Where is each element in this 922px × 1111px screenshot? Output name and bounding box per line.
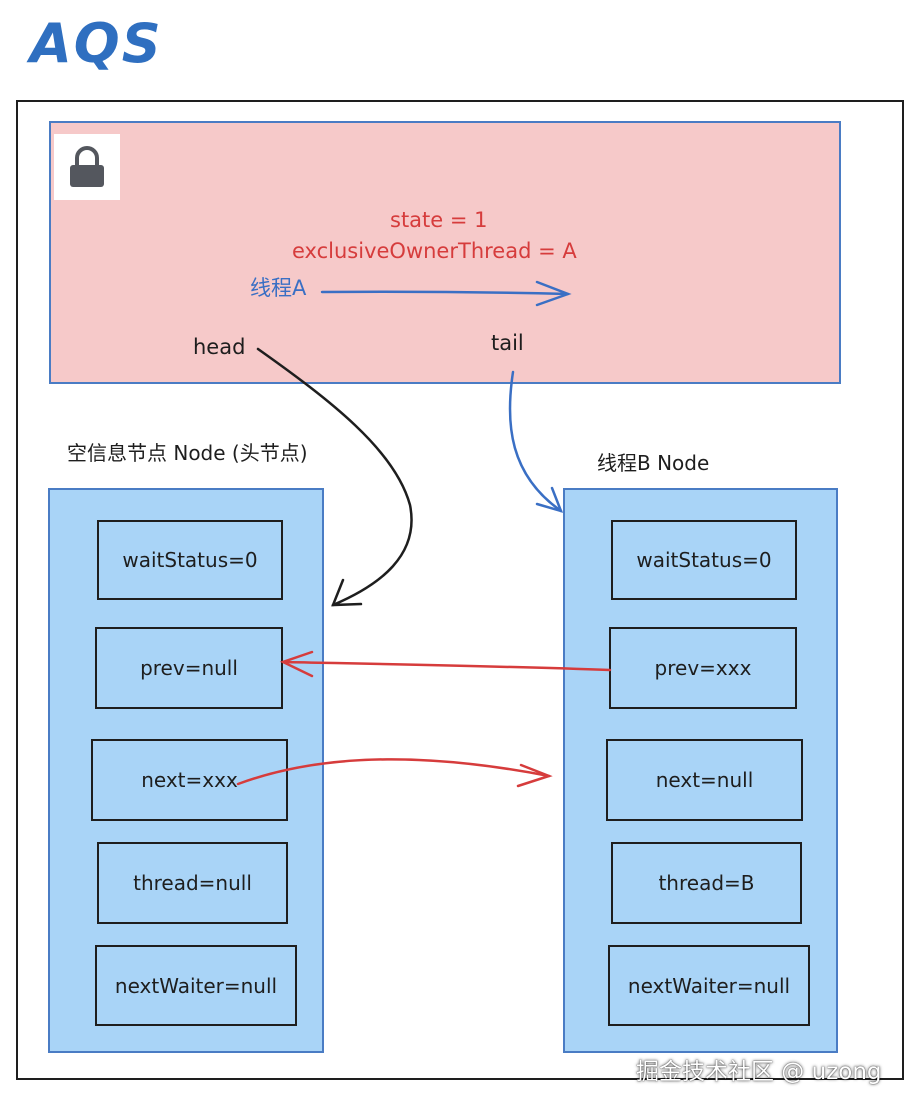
left-field-nextwaiter: nextWaiter=null <box>95 945 297 1026</box>
right-field-waitstatus: waitStatus=0 <box>611 520 797 600</box>
thread-a-arrow <box>320 280 572 307</box>
left-field-prev: prev=null <box>95 627 283 709</box>
right-node-caption: 线程B Node <box>597 451 710 475</box>
diagram-title: AQS <box>30 12 163 75</box>
prev-pointer-arrow <box>279 650 612 678</box>
left-field-waitstatus: waitStatus=0 <box>97 520 283 600</box>
outer-frame <box>16 100 904 1080</box>
tail-pointer-arrow <box>508 370 564 513</box>
right-field-nextwaiter: nextWaiter=null <box>608 945 810 1026</box>
left-field-thread: thread=null <box>97 842 288 924</box>
right-field-prev: prev=xxx <box>609 627 797 709</box>
head-label: head <box>193 335 246 359</box>
next-pointer-arrow <box>236 758 553 788</box>
thread-a-label: 线程A <box>250 276 307 300</box>
exclusive-owner-label: exclusiveOwnerThread = A <box>292 239 577 263</box>
aqs-box <box>49 121 841 384</box>
watermark: 掘金技术社区 @ uzong <box>636 1059 882 1085</box>
state-label: state = 1 <box>390 208 488 232</box>
tail-label: tail <box>491 331 524 355</box>
head-pointer-arrow <box>256 347 413 607</box>
right-field-next: next=null <box>606 739 803 821</box>
lock-tile <box>54 134 120 200</box>
left-node-box <box>48 488 324 1053</box>
lock-icon <box>70 146 104 187</box>
right-field-thread: thread=B <box>611 842 802 924</box>
left-node-caption: 空信息节点 Node (头节点) <box>67 441 308 465</box>
left-field-next: next=xxx <box>91 739 288 821</box>
